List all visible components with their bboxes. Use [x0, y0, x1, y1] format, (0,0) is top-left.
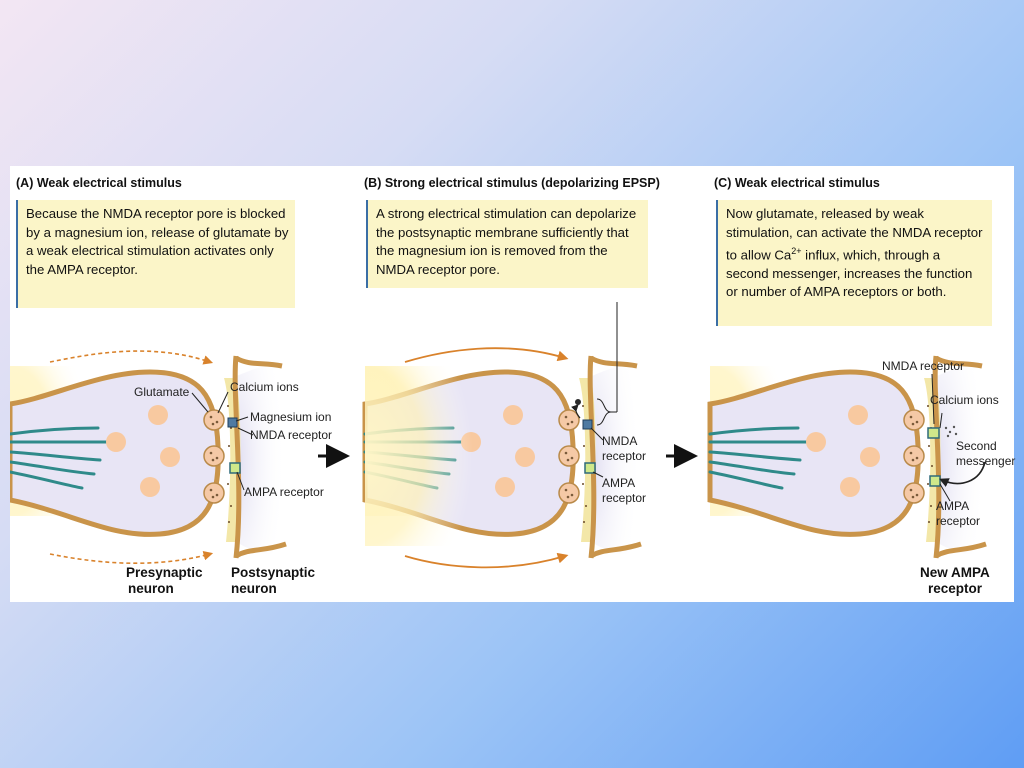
presynaptic-line-2: neuron: [128, 581, 174, 596]
presynaptic-neuron-label: Presynaptic neuron: [126, 565, 203, 597]
panel-b-ampa-line-2: receptor: [602, 491, 647, 505]
new-ampa-receptor-label: New AMPA receptor: [920, 565, 990, 597]
panel-b-nmda-line-2: receptor: [602, 449, 647, 463]
panel-a-title: (A) Weak electrical stimulus: [16, 176, 182, 190]
postsynaptic-line-2: neuron: [231, 581, 277, 596]
panel-b-ampa-line-1: AMPA: [602, 476, 636, 490]
panel-b-nmda-line-1: NMDA: [602, 434, 638, 448]
panel-c-superscript: 2+: [791, 246, 802, 256]
ampa-receptor-label: AMPA receptor: [244, 485, 324, 499]
panel-c-ampa-label: AMPA receptor: [936, 499, 980, 529]
panel-c-text-part-2: influx, which, through a second messenge…: [726, 247, 973, 300]
second-messenger-label: Second messenger: [956, 439, 1015, 469]
panel-c-title: (C) Weak electrical stimulus: [714, 176, 880, 190]
glutamate-label: Glutamate: [134, 385, 190, 399]
panel-c-ampa-line-1: AMPA: [936, 499, 970, 513]
panel-b-ampa-label: AMPA receptor: [602, 476, 646, 506]
magnesium-ion-label: Magnesium ion: [250, 410, 332, 424]
panel-c-text-part-1: Now glutamate, released by weak stimulat…: [726, 206, 983, 263]
synapse-diagrams: [10, 302, 1014, 569]
panel-a-description: Because the NMDA receptor pore is blocke…: [16, 200, 295, 308]
second-messenger-line-2: messenger: [956, 454, 1016, 468]
figure-area: (A) Weak electrical stimulus Because the…: [10, 166, 1015, 602]
second-messenger-line-1: Second: [956, 439, 997, 453]
panel-b-description: A strong electrical stimulation can depo…: [366, 200, 648, 288]
panel-b-title: (B) Strong electrical stimulus (depolari…: [364, 176, 660, 190]
presynaptic-line-1: Presynaptic: [126, 565, 203, 580]
new-ampa-line-2: receptor: [928, 581, 983, 596]
panel-c-nmda-label: NMDA receptor: [882, 359, 965, 373]
panel-c-description: Now glutamate, released by weak stimulat…: [716, 200, 992, 326]
postsynaptic-neuron-label: Postsynaptic neuron: [231, 565, 315, 597]
panel-c-calcium-label: Calcium ions: [930, 393, 999, 407]
new-ampa-line-1: New AMPA: [920, 565, 990, 580]
postsynaptic-line-1: Postsynaptic: [231, 565, 316, 580]
calcium-ions-label: Calcium ions: [230, 380, 299, 394]
panel-c-ampa-line-2: receptor: [936, 514, 981, 528]
panel-b-nmda-label: NMDA receptor: [602, 434, 646, 464]
nmda-receptor-label: NMDA receptor: [250, 428, 333, 442]
